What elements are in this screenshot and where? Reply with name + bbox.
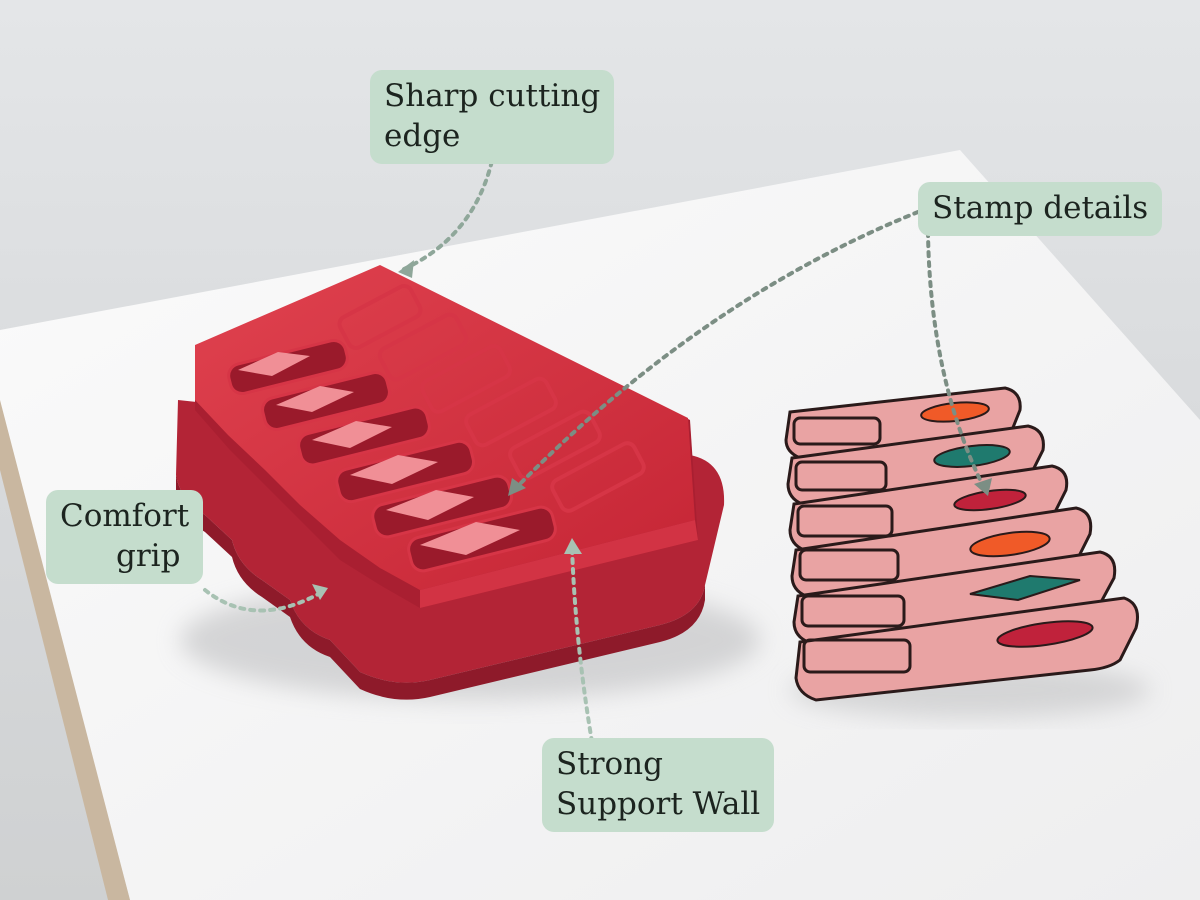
tile-edge [0, 400, 130, 900]
callout-comfort-line2: grip [116, 538, 181, 574]
cutter-diamonds [238, 352, 520, 555]
callout-comfort-grip: Comfort grip [46, 490, 204, 584]
callout-support-line1: Strong [556, 746, 663, 782]
clay-cutter [176, 265, 725, 700]
callout-comfort-line1: Comfort [60, 498, 190, 534]
callout-support-line2: Support Wall [556, 786, 761, 822]
arrowhead-stamp-cutter [508, 478, 526, 496]
arrow-stamp-to-cutter [512, 210, 920, 492]
arrow-comfort-grip [203, 588, 324, 613]
cutter-front-edge [420, 520, 698, 608]
arrow-stamp-to-stamp [926, 230, 987, 492]
arrow-support-wall [570, 544, 594, 744]
arrowhead-sharp-edge [398, 260, 414, 278]
callout-sharp-line1: Sharp cutting [384, 78, 601, 114]
clay-stamp [784, 386, 1139, 702]
callout-sharp-cutting-edge: Sharp cutting edge [370, 70, 615, 164]
arrowhead-comfort-grip [312, 584, 328, 600]
arrowhead-support-wall [564, 538, 582, 554]
cutter-tip-slots [337, 284, 646, 513]
arrowhead-stamp-stamp [974, 478, 992, 496]
callout-strong-support-wall: Strong Support Wall [542, 738, 775, 832]
arrow-heads [312, 260, 992, 600]
callout-stamp-details: Stamp details [918, 182, 1163, 236]
callout-sharp-line2: edge [384, 118, 461, 154]
callout-stamp-text: Stamp details [932, 190, 1149, 226]
cutter-base-edge [176, 475, 705, 700]
